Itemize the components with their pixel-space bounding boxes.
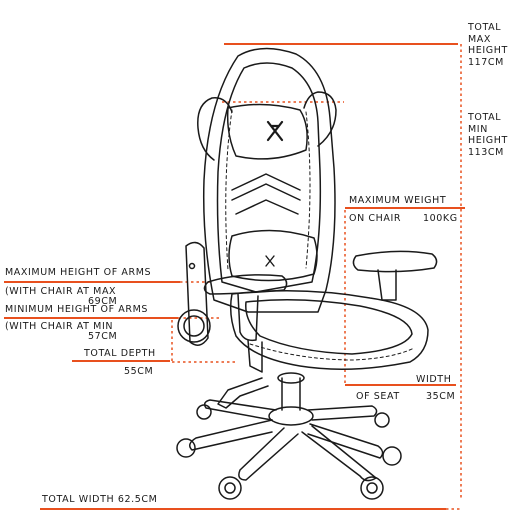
lumbar-logo — [265, 255, 275, 267]
min-arm-height-value: 57CM — [88, 331, 118, 342]
seat-width-sub: OF SEAT — [356, 391, 400, 402]
total-width-label: TOTAL WIDTH 62.5CM — [42, 494, 158, 505]
recline-knob — [177, 309, 211, 343]
back-chevron-1 — [231, 173, 301, 191]
max-weight-on-label: ON CHAIR — [349, 213, 402, 224]
max-weight-value: 100KG — [423, 213, 458, 224]
casters — [176, 404, 402, 500]
backrest-inner-panel — [216, 62, 322, 293]
backrest-stitching-left — [225, 109, 233, 271]
total-depth-value: 55CM — [124, 366, 154, 377]
caster-right — [382, 446, 402, 466]
max-arm-height-title: MAXIMUM HEIGHT OF ARMS — [5, 267, 152, 278]
base-hub — [268, 406, 314, 426]
base-leg-back-right — [307, 405, 378, 421]
max-arm-height-sub: (WITH CHAIR AT MAX — [5, 286, 117, 297]
base-leg-front-right — [301, 425, 377, 482]
total-min-height-label: TOTAL MIN HEIGHT 113CM — [468, 112, 508, 158]
gas-lift — [281, 377, 301, 411]
seat-stitching — [249, 343, 415, 361]
backrest-outline — [202, 47, 336, 313]
total-max-height-label: TOTAL MAX HEIGHT 117CM — [468, 22, 508, 68]
caster-front-right — [360, 476, 384, 500]
base-leg-back-left — [203, 399, 277, 421]
caster-front-right-hub — [366, 482, 378, 494]
max-arm-height-value: 69CM — [88, 296, 118, 307]
right-wing — [303, 91, 337, 147]
back-chevron-2 — [231, 183, 301, 201]
seat-cushion — [229, 290, 429, 370]
headrest-pillow — [226, 103, 308, 160]
caster-front-left-hub — [224, 482, 236, 494]
seat-width-title: WIDTH — [416, 374, 452, 385]
base-leg-right — [307, 423, 384, 459]
min-arm-height-title: MINIMUM HEIGHT OF ARMS — [5, 304, 149, 315]
caster-front-left — [218, 476, 242, 500]
left-side-panel — [185, 241, 209, 346]
min-arm-height-sub: (WITH CHAIR AT MIN — [5, 321, 114, 332]
right-armrest-post — [377, 269, 397, 301]
tilt-lever — [217, 377, 269, 409]
caster-back-right — [374, 412, 390, 428]
caster-left — [176, 438, 196, 458]
base-leg-front — [238, 427, 299, 481]
seat-inner-panel — [245, 299, 413, 355]
base-leg-left — [189, 419, 273, 451]
caster-back-left — [196, 404, 212, 420]
right-armrest-pad — [352, 250, 438, 273]
headrest-logo — [266, 120, 284, 142]
chair-drawing — [176, 47, 438, 500]
left-armrest-pad — [203, 274, 288, 295]
max-weight-title: MAXIMUM WEIGHT — [349, 195, 447, 206]
gas-lift-top — [277, 372, 305, 384]
left-armrest-post — [237, 293, 259, 342]
total-depth-title: TOTAL DEPTH — [84, 348, 156, 359]
backrest-stitching-right — [305, 111, 311, 269]
back-chevron-3 — [235, 199, 299, 215]
left-wing — [197, 97, 233, 161]
recline-knob-inner — [183, 315, 205, 337]
side-bolt — [188, 262, 196, 270]
seat-width-value: 35CM — [426, 391, 456, 402]
seat-mechanism — [247, 339, 263, 373]
lumbar-pillow — [228, 229, 318, 282]
